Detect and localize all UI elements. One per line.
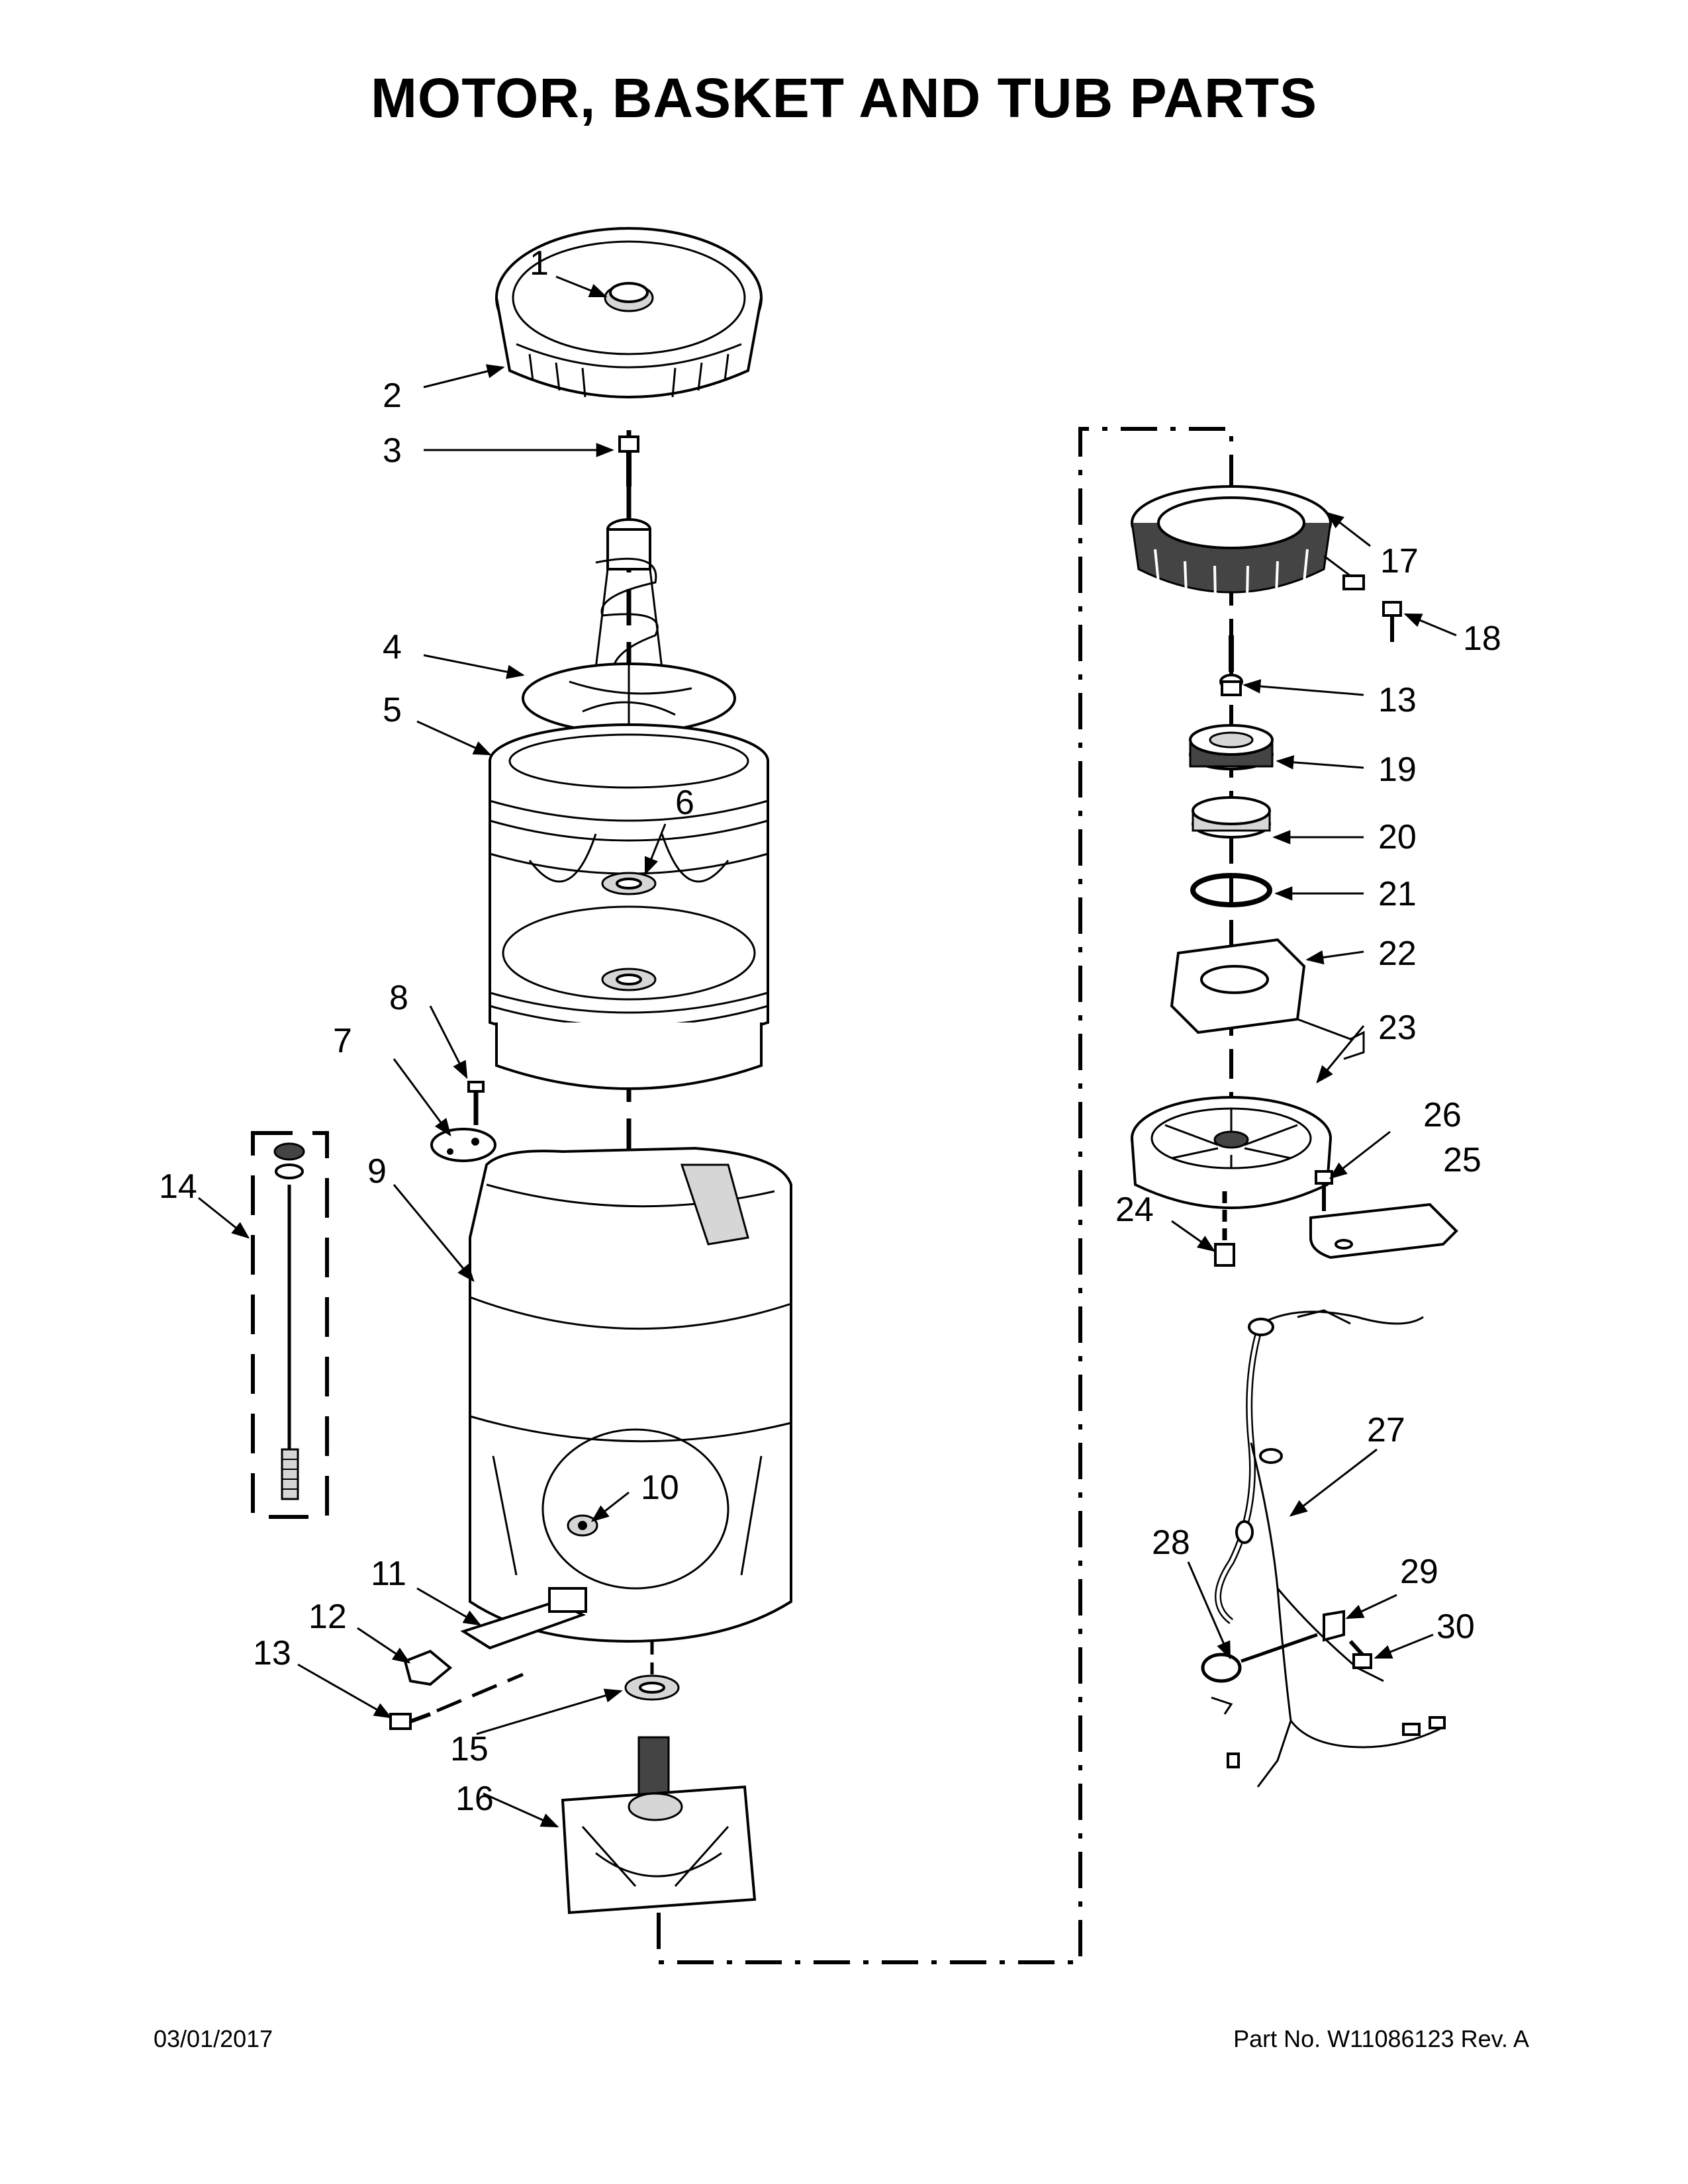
mounting-disc-part bbox=[430, 1128, 496, 1162]
agitator-cap-part bbox=[604, 282, 654, 312]
assembly-connector-line bbox=[657, 427, 1233, 1964]
callout-12: 12 bbox=[308, 1598, 347, 1636]
heater-bracket-part bbox=[460, 1587, 587, 1650]
callout-27: 27 bbox=[1367, 1411, 1405, 1449]
agitator-bolt-part bbox=[618, 435, 639, 486]
callout-28: 28 bbox=[1152, 1524, 1190, 1562]
suspension-rod-group bbox=[251, 1131, 329, 1519]
callout-30: 30 bbox=[1436, 1608, 1475, 1646]
wash-basket-part bbox=[489, 723, 769, 1090]
callout-16: 16 bbox=[455, 1780, 494, 1818]
leader-arrows bbox=[198, 275, 1457, 1828]
snap-ring-part bbox=[1190, 873, 1272, 907]
clip-screw-part bbox=[389, 1672, 524, 1730]
stator-screw-part bbox=[1382, 601, 1402, 642]
outer-tub-part bbox=[469, 1146, 792, 1643]
rotor-bolt-part bbox=[1219, 635, 1243, 696]
callout-13-left: 13 bbox=[253, 1634, 291, 1672]
callout-10: 10 bbox=[641, 1469, 679, 1507]
page-title: MOTOR, BASKET AND TUB PARTS bbox=[370, 67, 1318, 129]
callout-26: 26 bbox=[1423, 1096, 1462, 1134]
callout-24: 24 bbox=[1115, 1191, 1154, 1229]
drive-base-part bbox=[561, 1736, 757, 1915]
callout-4: 4 bbox=[383, 628, 402, 666]
tub-fitting-part bbox=[567, 1514, 598, 1537]
stator-part bbox=[1131, 485, 1365, 600]
callout-18: 18 bbox=[1463, 619, 1501, 658]
callout-29: 29 bbox=[1400, 1553, 1438, 1591]
callout-6: 6 bbox=[675, 784, 694, 822]
callout-15: 15 bbox=[450, 1730, 489, 1768]
callout-23: 23 bbox=[1378, 1009, 1417, 1047]
callout-9: 9 bbox=[367, 1152, 387, 1191]
rotor-part bbox=[1131, 1096, 1332, 1209]
footer-part-number: Part No. W11086123 Rev. A bbox=[1233, 2025, 1529, 2052]
callout-25: 25 bbox=[1443, 1141, 1481, 1179]
impeller-plate-part bbox=[522, 662, 736, 734]
callout-8: 8 bbox=[389, 979, 408, 1017]
rotor-nut-part bbox=[1214, 1191, 1235, 1267]
harness-screw-part bbox=[1348, 1639, 1372, 1669]
callout-labels: 1 2 3 4 5 6 7 8 9 10 11 12 13 14 15 16 1… bbox=[159, 244, 1501, 1818]
tub-seal-part bbox=[624, 1641, 680, 1701]
seal-ring-part bbox=[1192, 796, 1271, 839]
callout-3: 3 bbox=[383, 432, 402, 470]
callout-2: 2 bbox=[383, 377, 402, 415]
callout-1: 1 bbox=[530, 244, 549, 283]
tub-screw-part bbox=[467, 1081, 485, 1125]
wire-harness-part bbox=[1215, 1309, 1446, 1788]
tie-wrap-part bbox=[1201, 1633, 1318, 1715]
callout-20: 20 bbox=[1378, 818, 1417, 856]
retaining-clip-part bbox=[403, 1649, 453, 1686]
callout-7: 7 bbox=[333, 1022, 352, 1060]
callout-5: 5 bbox=[383, 691, 402, 729]
callout-14: 14 bbox=[159, 1167, 197, 1206]
callout-13-right: 13 bbox=[1378, 681, 1417, 719]
callout-21: 21 bbox=[1378, 875, 1417, 913]
bearing-part bbox=[1189, 724, 1274, 770]
callout-22: 22 bbox=[1378, 934, 1417, 973]
motor-bracket-part bbox=[1170, 938, 1365, 1060]
callout-11: 11 bbox=[371, 1555, 406, 1593]
callout-17: 17 bbox=[1380, 542, 1419, 580]
footer-date: 03/01/2017 bbox=[154, 2025, 273, 2052]
callout-19: 19 bbox=[1378, 751, 1417, 789]
shield-screw-part bbox=[1315, 1170, 1333, 1211]
heat-shield-part bbox=[1309, 1203, 1458, 1259]
basket-hub-part bbox=[601, 872, 657, 991]
